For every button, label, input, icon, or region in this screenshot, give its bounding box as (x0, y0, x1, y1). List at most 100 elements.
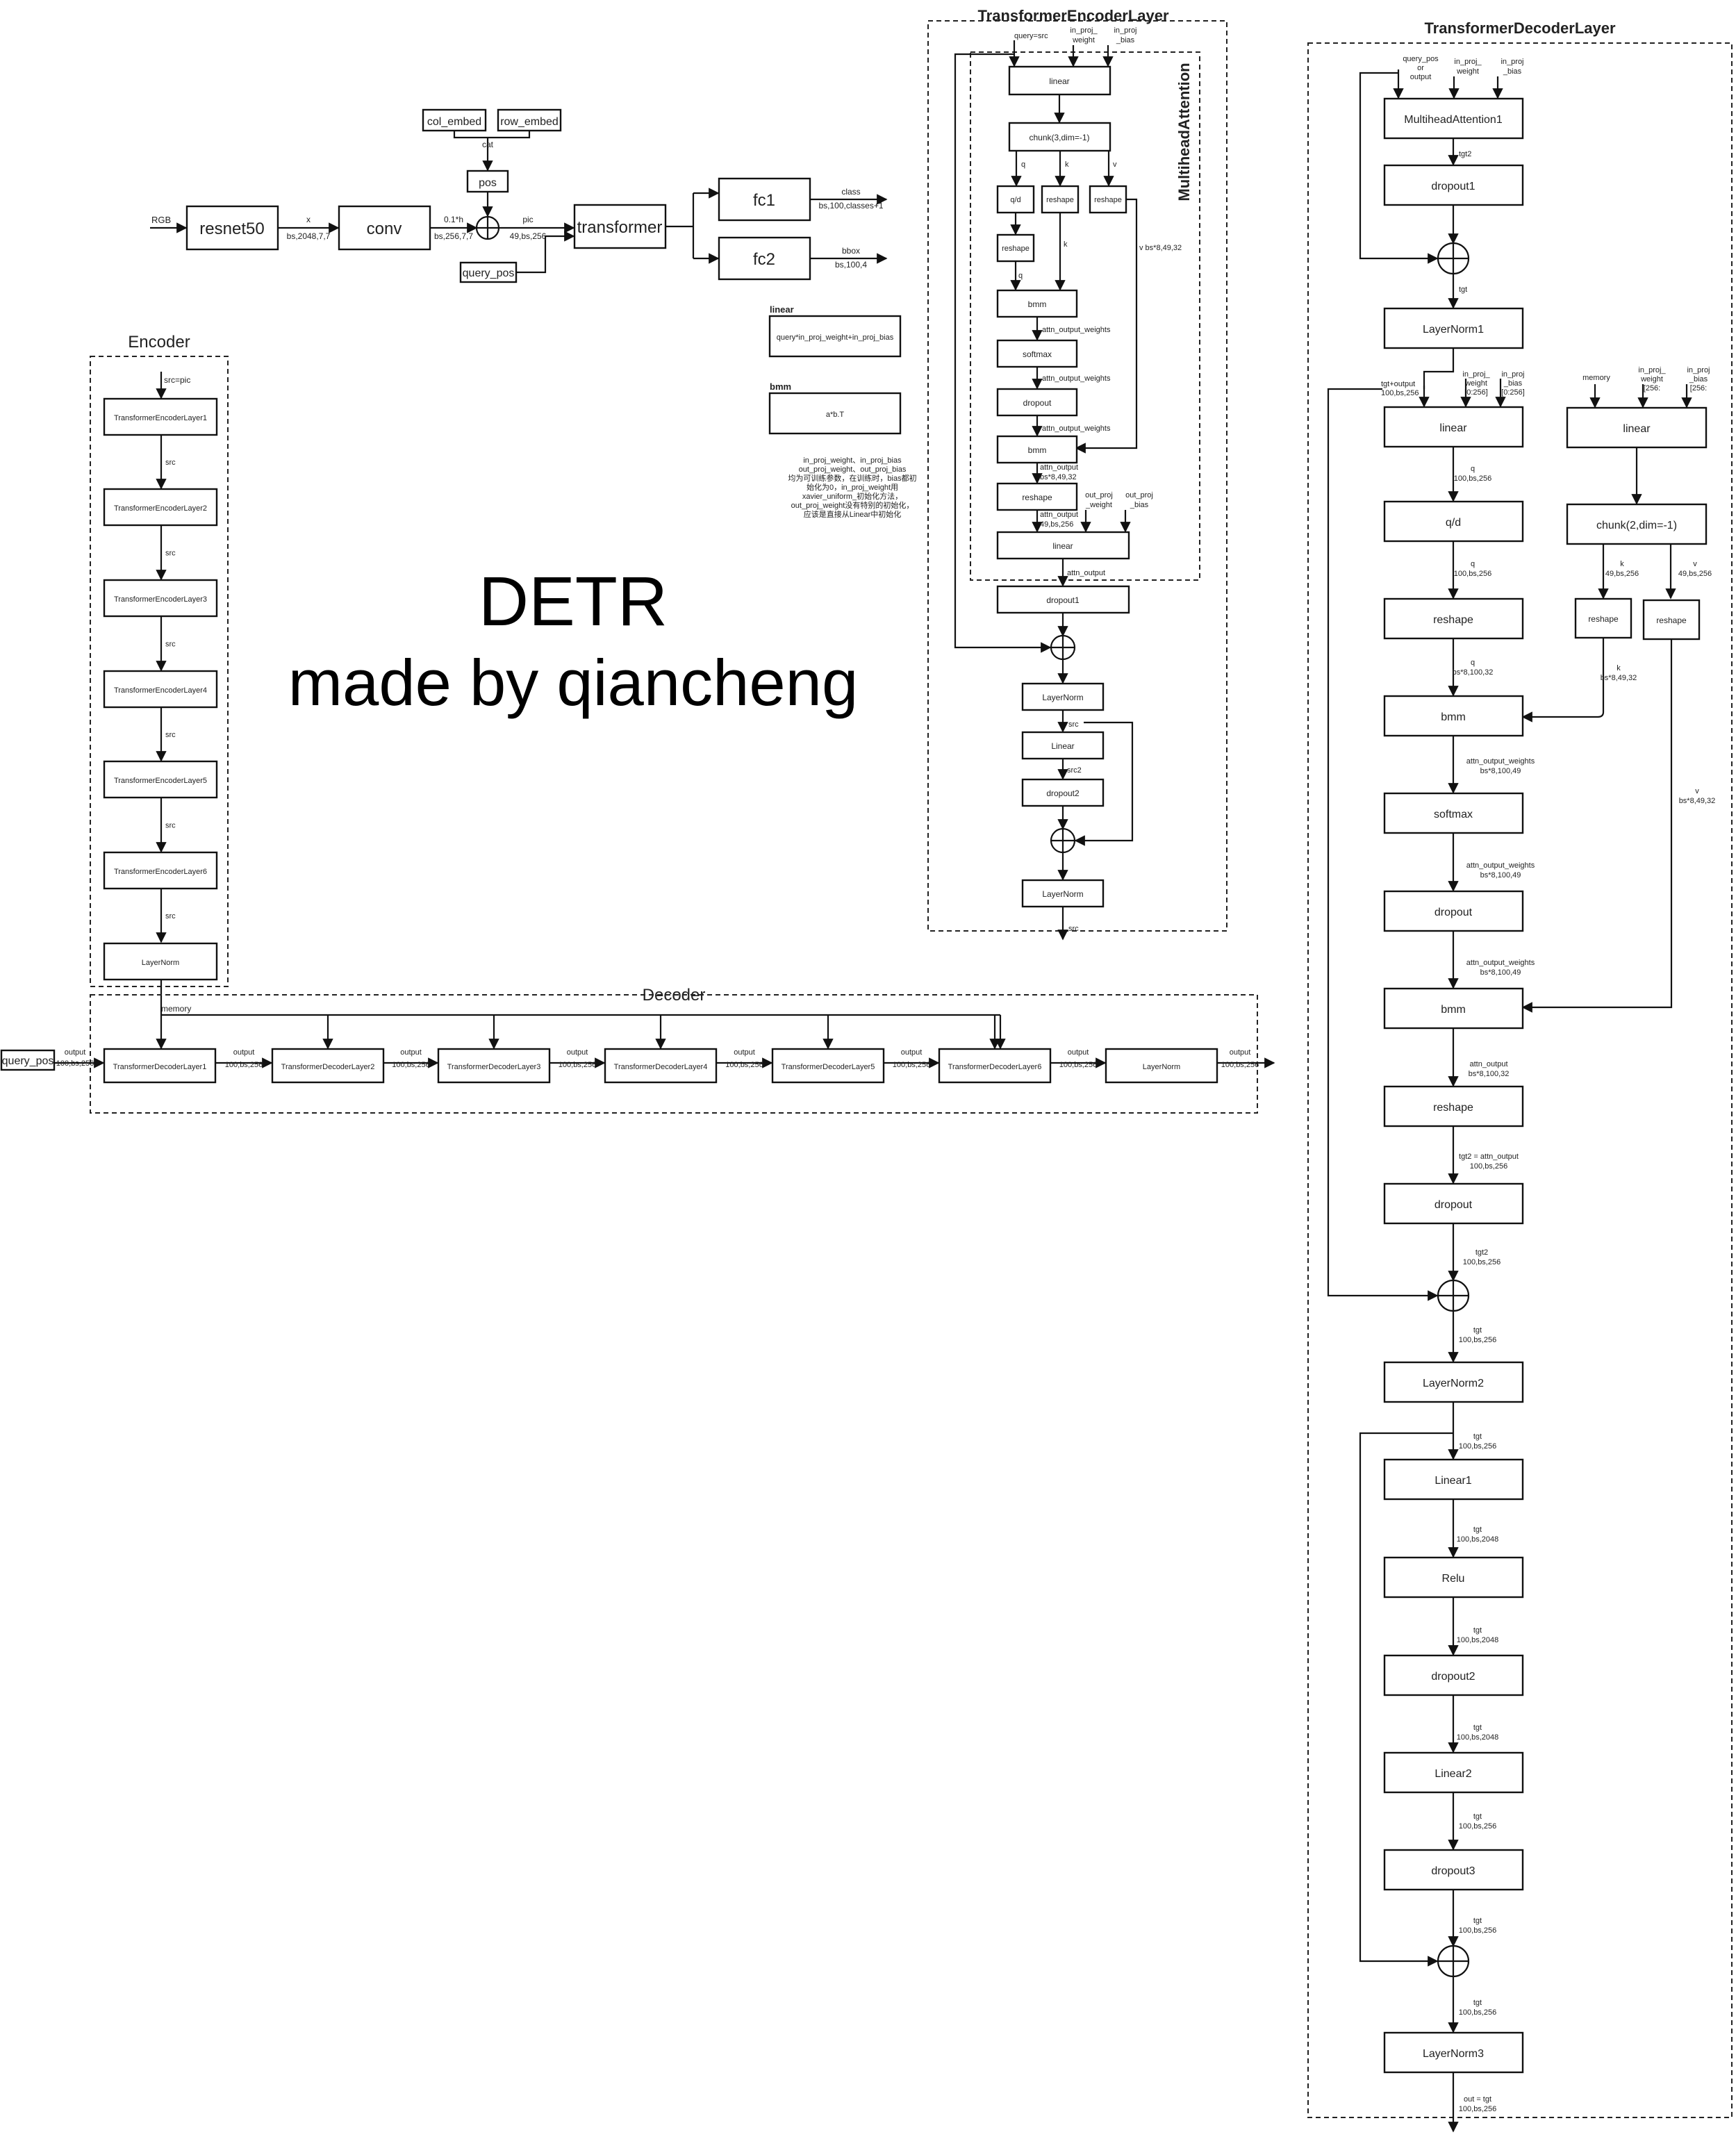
el-bmm2-box (996, 435, 1078, 464)
fc1-box (718, 177, 811, 222)
dl-in-bias-1: in_proj (1501, 58, 1523, 66)
note-linear-title: linear (770, 304, 794, 315)
el-attn-out-2: attn_output (1040, 511, 1078, 519)
el-bias-label-2: _bias (1116, 36, 1135, 44)
conv-label: conv (367, 220, 402, 238)
dl-chunk2-label: chunk(2,dim=-1) (1596, 520, 1677, 531)
dl-relu-box (1383, 1556, 1524, 1599)
dl-k-shape-2: 49,bs,256 (1605, 570, 1639, 578)
decoder-norm-label: LayerNorm (1143, 1063, 1180, 1071)
dl-b-slice-2: _bias (1503, 379, 1523, 388)
dl-mem-linear-box (1566, 406, 1708, 449)
dl-q-shape3-1: q (1471, 659, 1475, 667)
el-weight-label-2: weight (1072, 36, 1095, 44)
decoder-output-shape: 100,bs,256 (1221, 1061, 1259, 1069)
dl-tgt-shape-c1: tgt (1473, 1812, 1482, 1821)
dl-k-shape2-1: k (1617, 664, 1621, 672)
dl-attn-w1-1: attn_output_weights (1466, 757, 1535, 766)
dl-q-shape-2: 100,bs,256 (1454, 474, 1491, 483)
el-layernorm1-label: LayerNorm (1042, 693, 1083, 702)
dl-dropout1-label: dropout1 (1431, 181, 1475, 192)
el-out-bias-1: out_proj (1125, 491, 1153, 499)
decoder-layer-detail: TransformerDecoderLayer query_pos or out… (1307, 19, 1733, 2133)
decoder-layer-box (437, 1048, 551, 1084)
decoder-output-label: output (400, 1048, 422, 1057)
dl-b-rest-3: [256: (1690, 384, 1707, 393)
el-qd-label: q/d (1010, 196, 1020, 204)
el-attn-out-shape-2: 49,bs,256 (1040, 520, 1073, 529)
el-bias-label-1: in_proj (1114, 26, 1136, 35)
el-attn-out-shape-1: bs*8,49,32 (1040, 473, 1077, 481)
el-v2-label: v bs*8,49,32 (1139, 244, 1182, 252)
dec-in-output-label: output (65, 1048, 86, 1057)
dl-tgt-shape-e1: tgt (1473, 1999, 1482, 2007)
el-out-src-label: src (1068, 925, 1079, 933)
top-pipeline: RGB resnet50 x bs,2048,7,7 conv 0.1*h bs… (150, 108, 888, 283)
el-dropout-box (996, 388, 1078, 417)
dl-tgt2048-c1: tgt (1473, 1724, 1482, 1732)
decoder-title: Decoder (643, 986, 706, 1005)
dl-tgt2048-a1: tgt (1473, 1526, 1482, 1534)
dl-v-shape2-2: bs*8,49,32 (1679, 797, 1716, 805)
dl-w-rest-1: in_proj_ (1638, 366, 1666, 374)
el-softmax-label: softmax (1023, 349, 1052, 359)
el-attn-w-3: attn_output_weights (1042, 424, 1111, 433)
el-attn-w-2: attn_output_weights (1042, 374, 1111, 383)
el-k-reshape-box (1041, 185, 1080, 214)
dl-relu-label: Relu (1442, 1573, 1465, 1585)
dl-tgt2048-b1: tgt (1473, 1626, 1482, 1635)
dl-tgt2-eq-1: tgt2 = attn_output (1459, 1153, 1519, 1161)
dl-b-rest-2: _bias (1689, 375, 1708, 383)
encoder-edge-label: src (165, 731, 176, 739)
transformer-label: transformer (577, 218, 663, 237)
dl-dropout2-box (1383, 1654, 1524, 1696)
rgb-label: RGB (151, 215, 171, 225)
dl-mha1-label: MultiheadAttention1 (1404, 114, 1503, 126)
el-layernorm2-box (1021, 879, 1105, 908)
dl-attn-out-1: attn_output (1469, 1060, 1507, 1068)
dl-k-shape2-2: bs*8,49,32 (1601, 674, 1637, 682)
class-label: class (841, 187, 860, 197)
el-v-label: v (1113, 160, 1117, 169)
dl-tgt2-label: tgt2 (1459, 150, 1471, 158)
query-pos-box (459, 261, 518, 283)
dl-dropout-b-box (1383, 1182, 1524, 1225)
el-dropout1-label: dropout1 (1046, 595, 1080, 605)
el-ff-linear-label: Linear (1051, 741, 1074, 751)
el-v-reshape-box (1089, 185, 1127, 214)
encoder-layer-label: TransformerEncoderLayer1 (114, 414, 207, 422)
note-bmm-formula: a*b.T (826, 411, 845, 419)
dl-tgt-shape-a2: 100,bs,256 (1459, 1336, 1496, 1344)
decoder-layer-container (1307, 42, 1733, 2118)
dl-attn-out-2: bs*8,100,32 (1469, 1070, 1510, 1078)
el-bmm2-label: bmm (1028, 445, 1047, 455)
dl-linear-label: linear (1439, 422, 1467, 434)
encoder-layer-container (927, 20, 1227, 932)
decoder-query-pos-box (0, 1049, 56, 1071)
el-src2-label: src2 (1067, 766, 1082, 775)
mha-title: MultiheadAttention (1175, 63, 1193, 201)
decoder-layer-title: TransformerDecoderLayer (1424, 19, 1616, 37)
dl-dropout-b-label: dropout (1435, 1199, 1473, 1211)
decoder-output-shape: 100,bs,256 (392, 1061, 429, 1069)
dl-tgt-shape-b2: 100,bs,256 (1459, 1442, 1496, 1451)
dl-linear-box (1383, 406, 1524, 448)
conv-box (338, 205, 431, 251)
resnet50-box (185, 205, 279, 251)
dl-memory-label: memory (1582, 374, 1610, 382)
dl-b-rest-1: in_proj (1687, 366, 1710, 374)
decoder-output-label: output (901, 1048, 923, 1057)
el-k-reshape-label: reshape (1046, 196, 1074, 204)
class-shape-label: bs,100,classes+1 (818, 201, 883, 210)
dl-in-line-2: or (1417, 64, 1424, 72)
dl-dropout3-label: dropout3 (1431, 1865, 1475, 1877)
fc2-label: fc2 (753, 250, 775, 269)
dl-v-shape2-1: v (1695, 787, 1699, 795)
param-note-line: out_proj_weight没有特别的初始化， (791, 500, 914, 510)
encoder-layer-title: TransformerEncoderLayer (977, 7, 1169, 24)
dl-in-weight-2: weight (1456, 67, 1479, 76)
encoder-norm-label: LayerNorm (142, 959, 179, 967)
el-chunk-box (1008, 122, 1111, 152)
dec-in-output-shape: 100,bs,256 (56, 1059, 94, 1068)
